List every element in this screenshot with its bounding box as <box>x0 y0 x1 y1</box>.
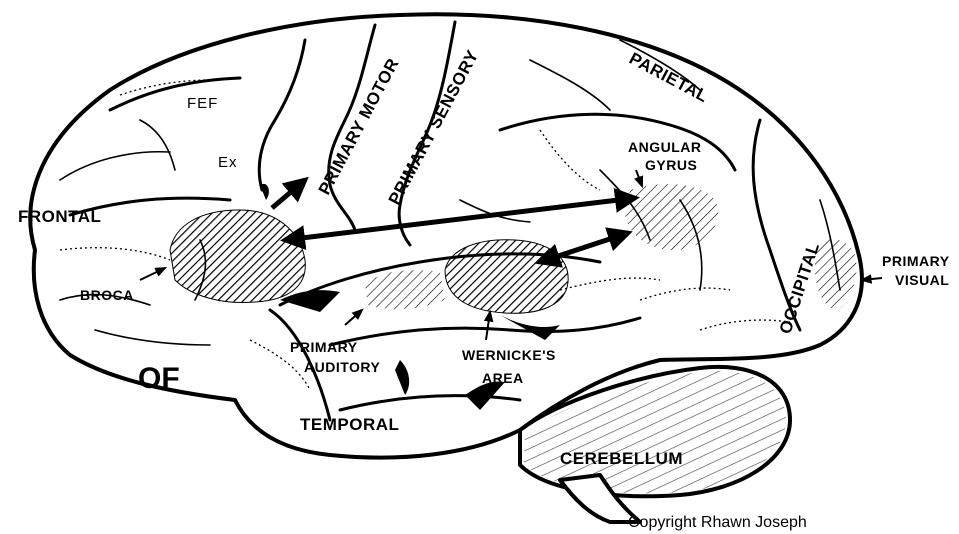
broca-label: BROCA <box>80 287 134 303</box>
wernicke-label-1: WERNICKE'S <box>462 347 556 363</box>
of-label: OF <box>138 362 180 395</box>
cerebellum-label: CEREBELLUM <box>560 449 683 468</box>
primary-visual-label-1: PRIMARY <box>882 253 950 269</box>
wernicke-area <box>445 240 568 313</box>
wernicke-label-2: AREA <box>482 370 524 386</box>
copyright-text: Copyright Rhawn Joseph <box>628 514 807 531</box>
fef-label: FEF <box>187 95 218 112</box>
temporal-label: TEMPORAL <box>300 415 399 434</box>
frontal-label: FRONTAL <box>18 207 101 226</box>
ex-label: Ex <box>218 154 238 171</box>
angular-gyrus-label-2: GYRUS <box>645 157 697 173</box>
primary-auditory-label-1: PRIMARY <box>290 339 358 355</box>
angular-gyrus-label-1: ANGULAR <box>628 139 702 155</box>
primary-auditory-label-2: AUDITORY <box>304 359 381 375</box>
visual-pointer <box>862 278 882 280</box>
primary-visual-label-2: VISUAL <box>895 272 949 288</box>
